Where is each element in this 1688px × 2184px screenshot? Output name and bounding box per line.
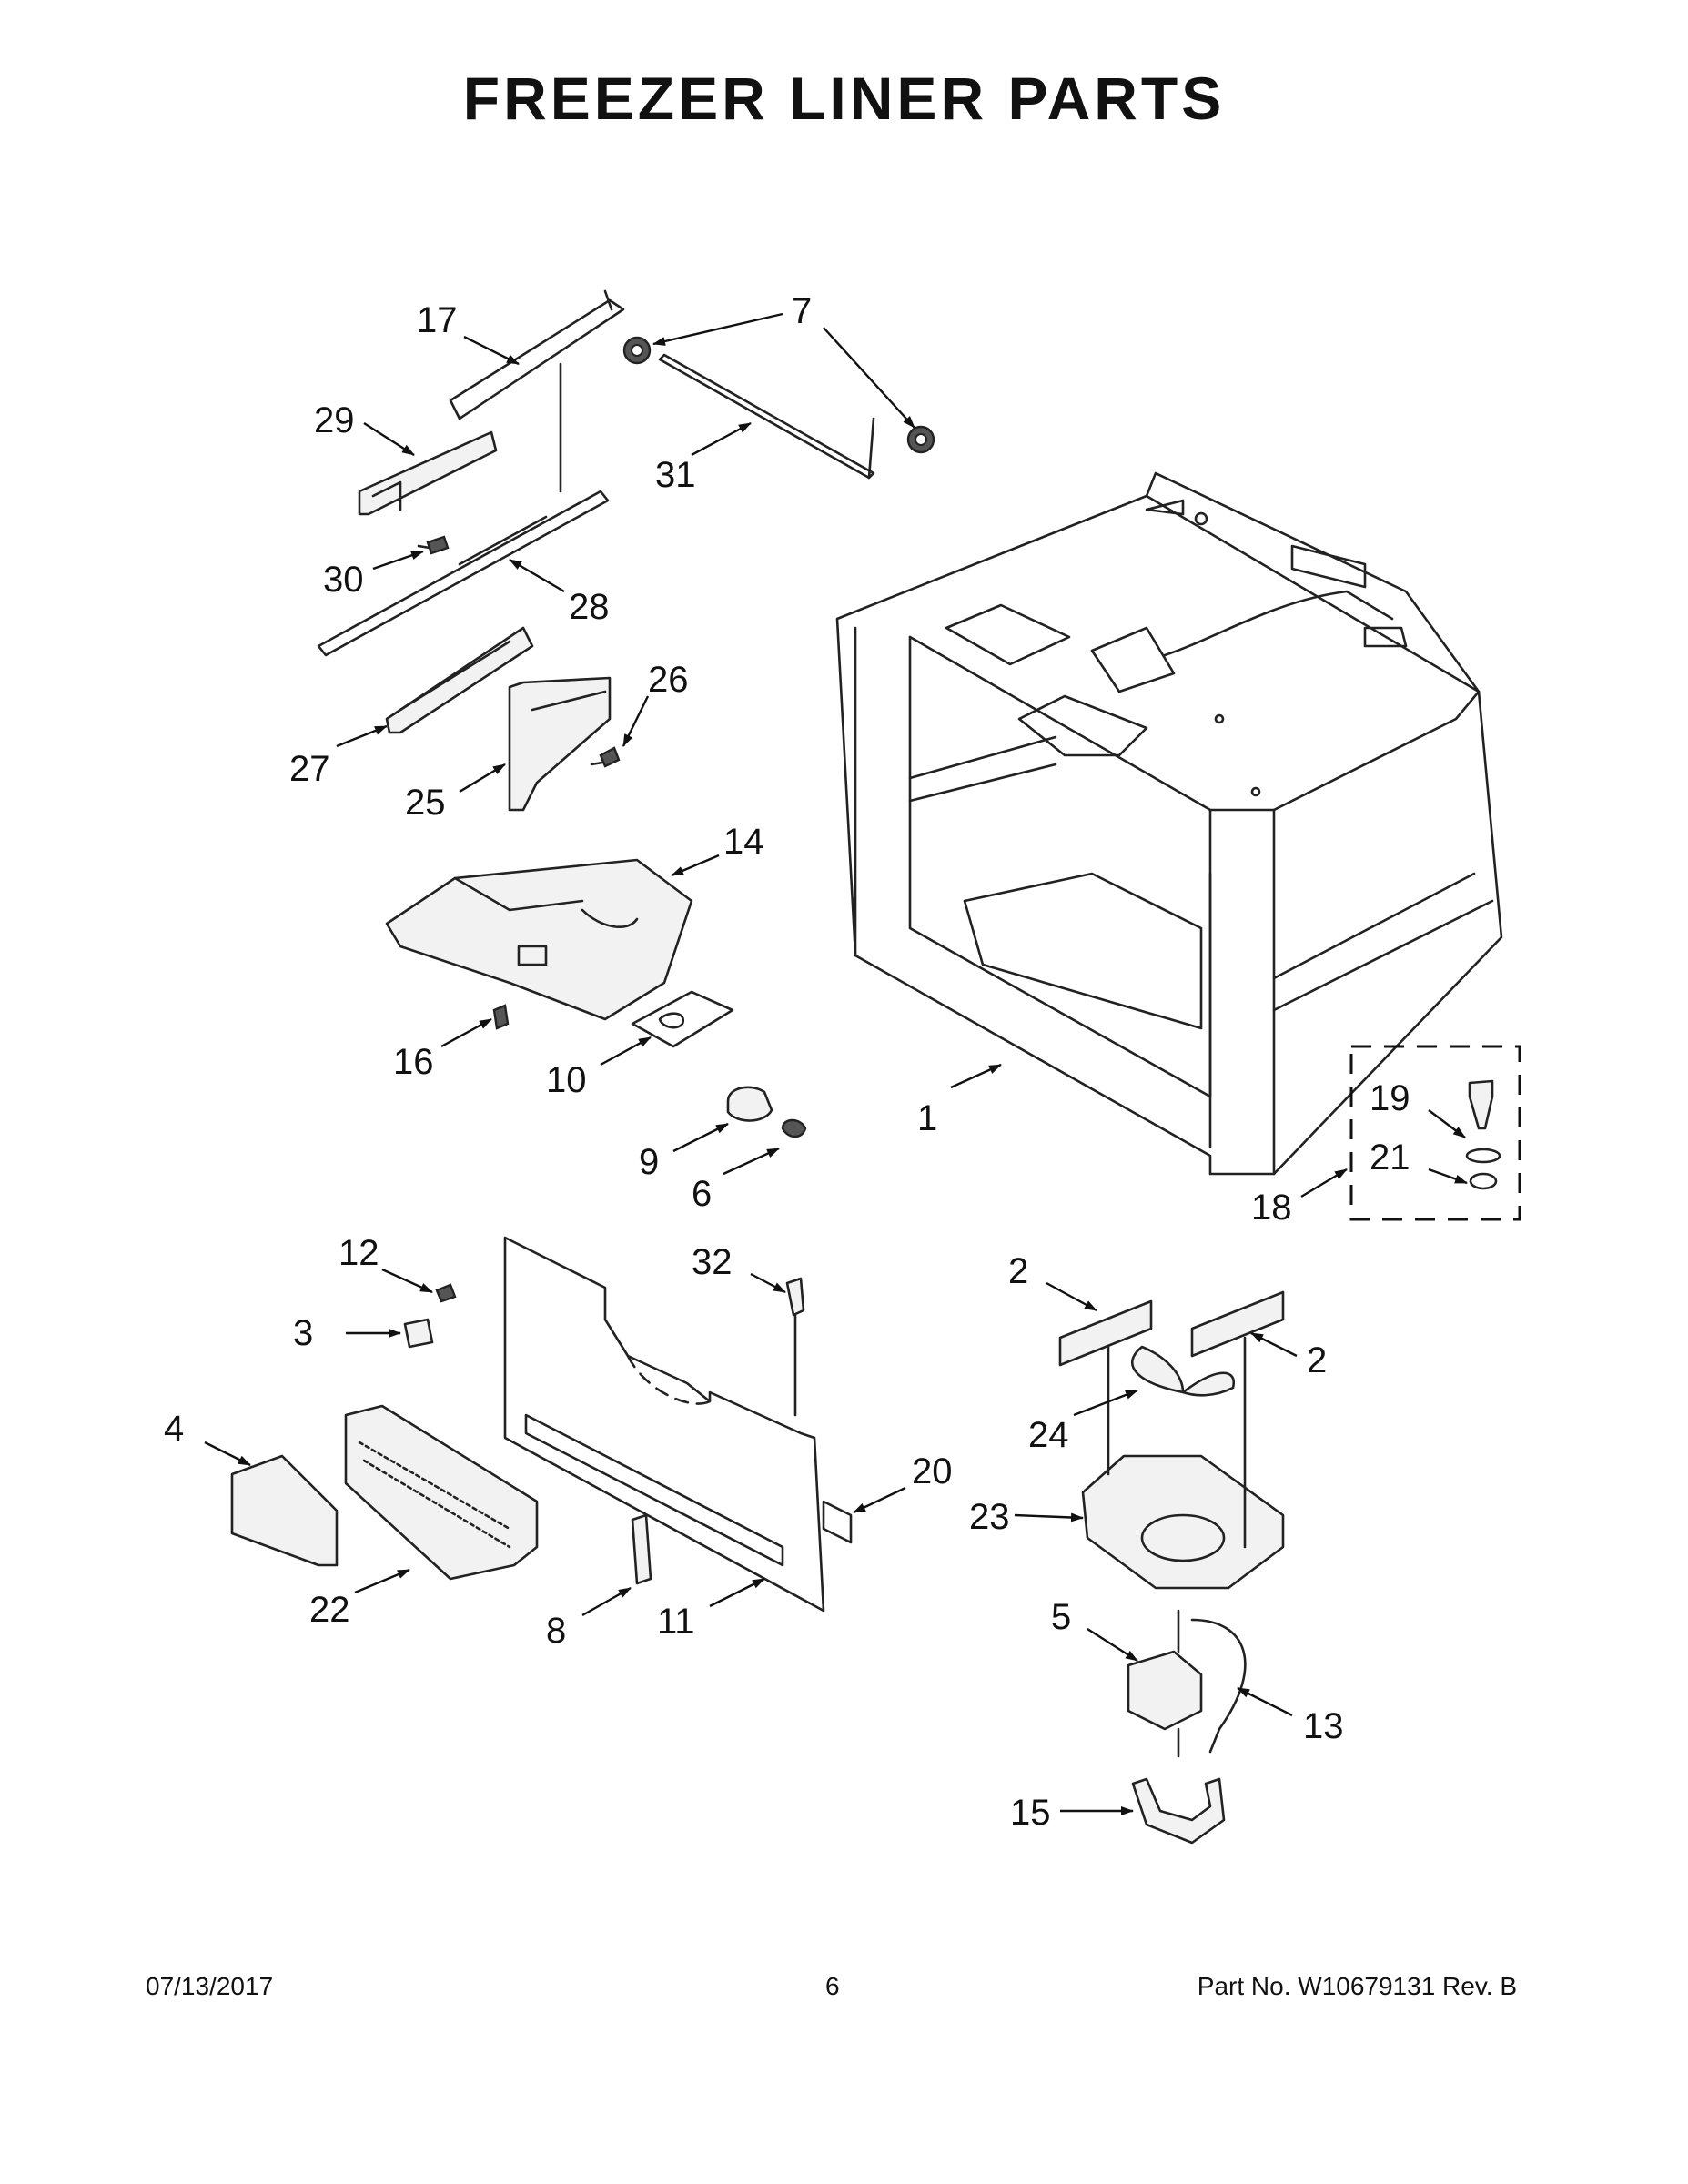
bracket-25 <box>508 676 612 812</box>
part-8 <box>631 1513 652 1585</box>
fan-shroud-23 <box>1081 1454 1285 1590</box>
callout-25: 25 <box>405 783 446 823</box>
callout-8: 8 <box>546 1611 566 1651</box>
leader-arrows <box>204 312 1468 1815</box>
callout-4: 4 <box>164 1409 184 1449</box>
callout-19: 19 <box>1370 1078 1410 1118</box>
callout-1: 1 <box>917 1098 937 1138</box>
callout-labels: 1 2 2 3 4 5 6 7 8 9 10 11 12 13 14 15 16… <box>164 291 1410 1833</box>
callout-26: 26 <box>648 660 689 700</box>
screw-12 <box>435 1283 457 1303</box>
callout-17: 17 <box>417 300 458 340</box>
part-9 <box>726 1086 773 1122</box>
callout-9: 9 <box>639 1142 659 1182</box>
gear-7-right <box>906 425 935 454</box>
shaft-31 <box>658 353 875 480</box>
part-19 <box>1468 1079 1494 1130</box>
callout-24: 24 <box>1028 1415 1069 1455</box>
footer-date: 07/13/2017 <box>146 1972 274 2000</box>
wire-13 <box>1190 1618 1247 1754</box>
callout-22: 22 <box>309 1590 350 1630</box>
sensor-32 <box>785 1277 805 1417</box>
fan-blade-24 <box>1130 1345 1236 1397</box>
rail-17 <box>449 289 625 420</box>
fan-motor-5 <box>1127 1609 1203 1758</box>
slide-rail-28 <box>317 490 610 657</box>
callout-20: 20 <box>912 1451 953 1491</box>
part-21 <box>1465 1148 1501 1190</box>
callout-18: 18 <box>1251 1188 1292 1228</box>
callout-23: 23 <box>969 1497 1010 1537</box>
page-title: FREEZER LINER PARTS <box>462 65 1226 132</box>
part-3 <box>403 1318 434 1349</box>
callout-12: 12 <box>339 1233 379 1273</box>
callout-5: 5 <box>1051 1597 1071 1637</box>
pad-2-right <box>1190 1290 1285 1358</box>
callout-31: 31 <box>655 455 696 495</box>
callout-11: 11 <box>657 1602 695 1642</box>
freezer-liner-tub <box>835 471 1503 1176</box>
label-10 <box>631 990 734 1048</box>
clip-16 <box>492 1004 510 1030</box>
callout-7: 7 <box>792 291 812 331</box>
pad-2-left <box>1058 1299 1153 1367</box>
callout-30: 30 <box>323 560 364 600</box>
callout-32: 32 <box>692 1242 733 1282</box>
callout-13: 13 <box>1303 1706 1344 1746</box>
panel-11 <box>503 1236 825 1613</box>
callout-3: 3 <box>293 1313 313 1353</box>
footer-page-number: 6 <box>825 1972 840 2000</box>
screw-26 <box>590 746 621 768</box>
grille-22 <box>344 1404 539 1581</box>
callout-14: 14 <box>723 822 764 862</box>
callout-10: 10 <box>546 1060 587 1100</box>
gear-7-top <box>622 336 652 365</box>
callout-21: 21 <box>1370 1138 1410 1178</box>
duct-14 <box>385 858 693 1021</box>
part-6 <box>781 1118 807 1138</box>
callout-28: 28 <box>569 587 610 627</box>
callout-27: 27 <box>289 749 330 789</box>
bracket-29 <box>358 430 498 516</box>
part-4 <box>230 1454 339 1567</box>
footer-part-number: Part No. W10679131 Rev. B <box>1197 1972 1517 2000</box>
part-20 <box>822 1500 853 1544</box>
callout-2-right: 2 <box>1307 1340 1327 1380</box>
callout-29: 29 <box>314 400 355 440</box>
callout-16: 16 <box>393 1042 434 1082</box>
group-18-box <box>1349 1045 1521 1221</box>
bracket-27 <box>385 626 534 734</box>
callout-6: 6 <box>692 1174 712 1214</box>
screw-30 <box>417 535 450 555</box>
bracket-15 <box>1131 1777 1226 1845</box>
callout-15: 15 <box>1010 1793 1051 1833</box>
callout-2-left: 2 <box>1008 1251 1028 1291</box>
